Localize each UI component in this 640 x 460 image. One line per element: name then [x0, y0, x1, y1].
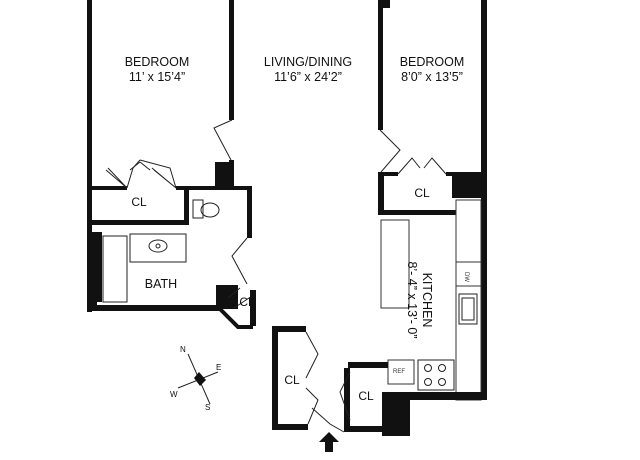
wall [383, 0, 390, 8]
tub [102, 235, 128, 303]
compass-s: S [205, 403, 210, 412]
wall [92, 220, 189, 225]
wall [92, 305, 220, 311]
closet-door [305, 331, 319, 425]
wall [92, 186, 127, 190]
room-name-bath: BATH [145, 277, 177, 291]
vanity [129, 233, 187, 263]
wall [481, 0, 487, 178]
kitchen-island [380, 219, 410, 309]
room-dims-kitchen: 8’- 4” x 13’- 0” [405, 261, 419, 338]
wall [384, 392, 487, 400]
dishwasher-label: DW [463, 272, 469, 282]
wall [250, 290, 256, 326]
wall [216, 285, 238, 309]
dishwasher [455, 261, 482, 287]
wall [215, 162, 234, 188]
closet-door [105, 161, 177, 189]
entry-door [311, 407, 345, 433]
room-name-kitchen: KITCHEN [420, 273, 434, 328]
wall [382, 392, 410, 436]
wall [272, 424, 308, 430]
wall [176, 186, 252, 190]
wall [481, 178, 487, 400]
closet-door [339, 371, 351, 421]
compass-n: N [180, 345, 186, 354]
wall [184, 186, 189, 222]
wall [247, 186, 252, 238]
closet-door [397, 157, 447, 175]
closet-label: CL [284, 373, 300, 387]
compass-w: W [170, 390, 178, 399]
refrigerator [387, 359, 415, 385]
bath-door [231, 237, 248, 285]
room-dims-bedroom-left: 11’ x 15’4” [129, 70, 185, 84]
wall [452, 172, 486, 198]
closet-label: CL [358, 389, 374, 403]
entry-arrow-icon [319, 432, 339, 452]
toilet-icon [192, 199, 220, 219]
wall [446, 172, 454, 176]
closet-door [227, 287, 253, 309]
sink-icon [148, 239, 168, 253]
room-dims-living: 11’6” x 24’2” [274, 70, 342, 84]
sink-icon [458, 293, 478, 325]
compass-e: E [216, 363, 221, 372]
room-name-bedroom-left: BEDROOM [125, 55, 190, 69]
wall [218, 307, 253, 329]
closet-label: CL [131, 195, 147, 209]
closet-door [126, 159, 177, 189]
wall [87, 0, 92, 312]
closet-label: CL [414, 186, 430, 200]
living-door [213, 119, 233, 161]
wall [384, 172, 398, 176]
room-name-living: LIVING/DINING [264, 55, 352, 69]
wall [97, 232, 102, 302]
wall [272, 326, 278, 430]
wall [92, 232, 97, 310]
closet-label: CL [239, 295, 255, 309]
compass-icon [177, 353, 219, 405]
wall [378, 210, 458, 215]
stove-icon [417, 359, 455, 391]
wall [344, 426, 384, 432]
room-dims-bedroom-right: 8’0” x 13’5” [401, 70, 463, 84]
wall [378, 172, 384, 214]
wall [344, 368, 350, 432]
wall [229, 0, 234, 120]
refrigerator-label: REF [393, 369, 405, 375]
wall [348, 362, 388, 368]
wall [378, 0, 383, 130]
bedroom-door [379, 129, 401, 173]
wall [272, 326, 306, 332]
room-name-bedroom-right: BEDROOM [400, 55, 465, 69]
